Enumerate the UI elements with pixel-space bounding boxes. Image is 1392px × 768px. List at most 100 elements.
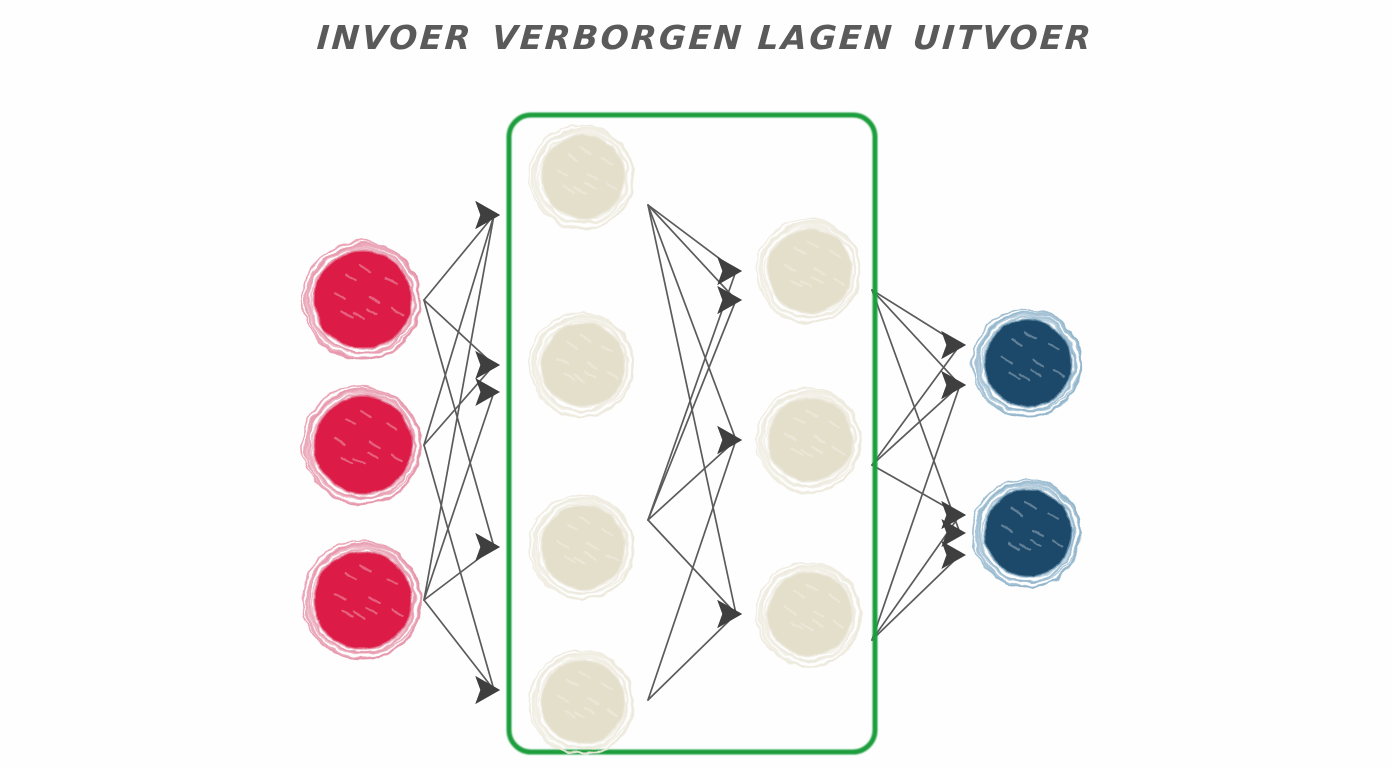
connection-line	[423, 444, 495, 691]
node-core	[768, 572, 852, 656]
connection-line	[871, 514, 961, 641]
connection-line	[423, 214, 495, 446]
node-edge-ring	[539, 503, 627, 591]
node-core	[768, 398, 852, 482]
node-sketch-rings	[528, 312, 635, 418]
uitvoer-layer	[971, 308, 1082, 588]
arrowhead-icon	[941, 501, 966, 529]
connection-line	[423, 391, 495, 601]
arrowhead-icon	[475, 351, 500, 379]
node-core	[314, 396, 412, 494]
node-sketch-rings	[301, 240, 422, 360]
node-edge-ring	[766, 570, 854, 658]
node-sketch-rings	[301, 385, 422, 505]
verborgen-laag-2-node-3	[755, 561, 862, 667]
node-edge-ring	[312, 394, 414, 496]
node-core	[541, 323, 625, 407]
node-core	[314, 551, 412, 649]
connection-line	[647, 613, 737, 701]
nodes	[301, 124, 1082, 755]
hidden-layers-group-box	[506, 112, 878, 755]
node-edge-ring	[982, 487, 1074, 579]
node-texture	[1000, 500, 1065, 552]
node-texture	[333, 409, 404, 465]
arrowhead-icon	[941, 371, 966, 399]
node-core	[541, 505, 625, 589]
node-texture	[1000, 330, 1065, 382]
node-edge-ring	[312, 549, 414, 651]
connection-line	[647, 204, 737, 441]
connection-line	[871, 554, 961, 641]
node-edge-ring	[539, 133, 627, 221]
arrowhead-icon	[475, 676, 500, 704]
node-texture	[333, 264, 404, 320]
connection-line	[871, 384, 961, 641]
verborgen-laag-1-node-3	[528, 494, 635, 600]
connection-line	[423, 299, 495, 548]
verborgen-laag-2-node-2	[755, 387, 862, 493]
arrowhead-icon	[717, 600, 742, 628]
connection-line	[647, 439, 737, 521]
node-edge-ring	[539, 321, 627, 409]
connection-line	[871, 289, 961, 534]
connection-line	[647, 270, 737, 521]
hidden-layers-group	[506, 112, 878, 755]
node-texture	[783, 240, 846, 289]
node-sketch-rings	[301, 540, 422, 660]
arrowhead-icon	[941, 331, 966, 359]
connection-line	[647, 204, 737, 301]
invoer-layer-node-1	[301, 240, 422, 360]
arrowhead-icon	[475, 201, 500, 229]
connection-line	[647, 439, 737, 701]
connection-line	[647, 519, 737, 615]
node-edge-ring	[982, 317, 1074, 409]
arrowhead-icon	[941, 519, 966, 547]
node-core	[541, 660, 625, 744]
node-texture	[556, 334, 619, 383]
uitvoer-layer-node-1	[971, 308, 1082, 418]
node-core	[984, 319, 1072, 407]
connection-line	[871, 344, 961, 466]
verborgen-laag-2-node-1	[755, 218, 862, 324]
verborgen-laag-1-node-2	[528, 312, 635, 418]
node-edge-ring	[766, 396, 854, 484]
connection-line	[423, 214, 495, 301]
uitvoer-layer-node-2	[971, 478, 1082, 588]
invoer-layer-node-2	[301, 385, 422, 505]
verborgen-laag-1-node-4	[528, 649, 635, 755]
node-edge-ring	[312, 249, 414, 351]
node-core	[768, 229, 852, 313]
arrowhead-icon	[717, 286, 742, 314]
node-edge-ring	[539, 658, 627, 746]
arrowhead-icon	[717, 257, 742, 285]
arrowhead-icon	[475, 378, 500, 406]
node-texture	[556, 671, 619, 720]
verborgen-laag-1-node-1	[528, 124, 635, 230]
node-texture	[783, 583, 846, 632]
node-edge-ring	[766, 227, 854, 315]
node-texture	[556, 516, 619, 565]
connection-line	[871, 289, 961, 386]
connections	[423, 201, 966, 704]
verborgen-laag-2-to-uitvoer	[871, 289, 966, 641]
verborgen-laag-1	[528, 124, 635, 755]
arrowhead-icon	[717, 426, 742, 454]
connection-line	[423, 214, 495, 601]
node-core	[314, 251, 412, 349]
invoer-layer	[301, 240, 422, 660]
connection-line	[647, 299, 737, 521]
verborgen-laag-1-to-verborgen-laag-2	[647, 204, 742, 701]
arrowhead-icon	[475, 533, 500, 561]
node-texture	[556, 146, 619, 195]
node-core	[984, 489, 1072, 577]
invoer-layer-node-3	[301, 540, 422, 660]
arrowhead-icon	[941, 541, 966, 569]
verborgen-laag-2	[755, 218, 862, 667]
node-texture	[333, 564, 404, 620]
node-core	[541, 135, 625, 219]
connection-line	[423, 599, 495, 691]
connection-line	[871, 384, 961, 466]
node-texture	[783, 409, 846, 458]
